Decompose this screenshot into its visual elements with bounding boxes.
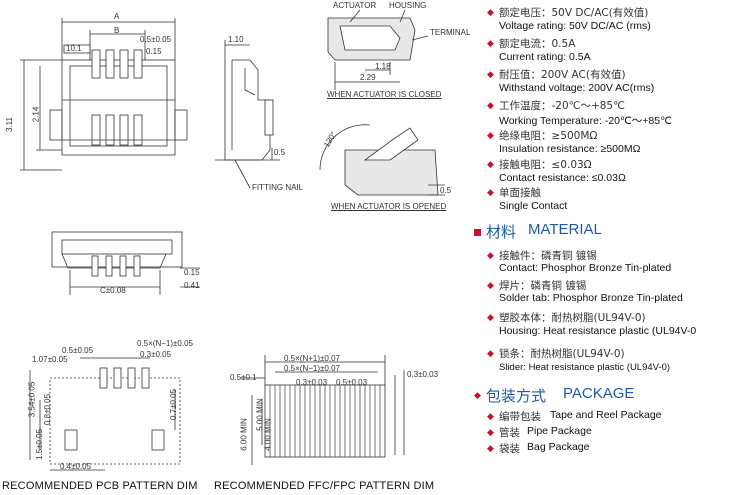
pcb-top3: 1.07±0.05 xyxy=(32,355,68,364)
package-1-cn: 管装 xyxy=(499,427,520,439)
spec-2-cn: 耐压值：200V AC(有效值) xyxy=(499,69,626,81)
ffc-top1: 0.5×(N+1)±0.07 xyxy=(284,354,340,363)
bullet-icon: ◆ xyxy=(487,312,494,322)
spec-0-cn: 额定电压：50V DC/AC(有效值) xyxy=(499,7,649,19)
bullet-icon: ◆ xyxy=(487,443,494,453)
opened-section xyxy=(319,124,445,196)
dim-05-open: 0.5 xyxy=(440,186,452,195)
ffc-right: 0.3±0.03 xyxy=(407,370,439,379)
bullet-icon: ◆ xyxy=(487,348,494,358)
pcb-top1: 0.5±0.05 xyxy=(62,346,94,355)
fitting-nail-label: FITTING NAIL xyxy=(252,183,304,192)
package-title-cn: 包装方式 xyxy=(486,388,547,405)
spec-0-en: Voltage rating: 50V DC/AC (rms) xyxy=(499,20,651,32)
material-1-en: Solder tab: Phosphor Bronze Tin-plated xyxy=(499,292,683,304)
actuator-label: ACTUATOR xyxy=(333,1,377,10)
bullet-icon: ◆ xyxy=(487,250,494,260)
section-marker-icon xyxy=(474,229,481,236)
bottom-view xyxy=(51,231,200,295)
pcb-left3: 1.5±0.05 xyxy=(35,428,45,461)
dim-pitch: 0.5±0.05 xyxy=(140,35,172,44)
package-title-en: PACKAGE xyxy=(563,385,635,402)
material-3-en: Slider: Heat resistance plastic (UL94V-0… xyxy=(499,362,671,373)
dim-05-side: 0.5 xyxy=(274,148,286,157)
bullet-icon: ◆ xyxy=(487,411,494,421)
material-0-en: Contact: Phosphor Bronze Tin-plated xyxy=(499,262,672,274)
ffc-v3: 6.00 MIN xyxy=(239,418,249,451)
package-2-cn: 袋装 xyxy=(499,443,520,455)
package-0-cn: 编带包装 xyxy=(499,411,541,423)
dim-10-1: 10.1 xyxy=(66,44,82,53)
pcb-top4: 0.3±0.05 xyxy=(140,350,172,359)
dim-311: 3.11 xyxy=(4,117,14,132)
material-0-cn: 接触件：磷青铜 镀锡 xyxy=(499,250,597,262)
bullet-icon: ◆ xyxy=(487,130,494,140)
side-view xyxy=(215,40,280,189)
spec-6-en: Single Contact xyxy=(499,200,568,212)
dim-118: 1.18 xyxy=(375,62,391,71)
package-0-en: Tape and Reel Package xyxy=(550,409,662,421)
front-view xyxy=(20,18,188,171)
ffc-v2: 4.00 MIN xyxy=(263,418,273,451)
ffc-pattern xyxy=(240,355,405,465)
material-2-en: Housing: Heat resistance plastic (UL94V-… xyxy=(499,325,697,337)
ffc-caption: RECOMMENDED FFC/FPC PATTERN DIM xyxy=(214,480,435,492)
terminal-label: TERMINAL xyxy=(430,28,471,37)
spec-1-en: Current rating: 0.5A xyxy=(499,51,591,63)
bullet-icon: ◆ xyxy=(487,100,494,110)
dim-015: 0.15 xyxy=(146,47,162,56)
spec-6-cn: 单面接触 xyxy=(499,187,541,199)
pcb-caption: RECOMMENDED PCB PATTERN DIM xyxy=(2,480,198,492)
spec-5-cn: 接触电阻：≤0.03Ω xyxy=(499,159,592,171)
dim-b-label: B xyxy=(114,26,120,35)
bullet-icon: ◆ xyxy=(487,159,494,169)
material-title-en: MATERIAL xyxy=(528,221,602,238)
dim-a-label: A xyxy=(114,12,120,21)
closed-section xyxy=(327,9,429,90)
spec-2-en: Withstand voltage: 200V AC(rms) xyxy=(499,82,655,94)
spec-3-cn: 工作温度：-20℃～+85℃ xyxy=(499,100,625,112)
spec-1-cn: 额定电流：0.5A xyxy=(499,38,576,50)
pcb-right1: 0.7±0.05 xyxy=(169,388,179,421)
ffc-top2: 0.5×(N−1)±0.07 xyxy=(284,364,340,373)
material-1-cn: 焊片：磷青铜 镀锡 xyxy=(499,280,587,292)
closed-caption: WHEN ACTUATOR IS CLOSED xyxy=(327,90,442,99)
bullet-icon: ◆ xyxy=(487,427,494,437)
dim-c: C±0.08 xyxy=(100,286,126,295)
bullet-icon: ◆ xyxy=(487,187,494,197)
material-2-cn: 塑胶本体：耐热树脂(UL94V-0) xyxy=(499,312,646,324)
dim-229: 2.29 xyxy=(360,73,376,82)
pcb-left1: 3.54±0.05 xyxy=(27,381,37,418)
ffc-left: 0.5±0.1 xyxy=(230,373,257,382)
bullet-icon: ◆ xyxy=(487,69,494,79)
opened-caption: WHEN ACTUATOR IS OPENED xyxy=(331,202,447,211)
bullet-icon: ◆ xyxy=(474,390,481,400)
housing-label: HOUSING xyxy=(389,1,427,10)
dim-110: 1.10 xyxy=(228,35,244,44)
package-2-en: Bag Package xyxy=(527,441,590,453)
spec-3-en: Working Temperature: -20℃～+85℃ xyxy=(499,115,672,127)
pcb-bottom: 0.4±0.05 xyxy=(60,462,92,471)
dim-015-bottom: 0.15 xyxy=(184,268,200,277)
ffc-mid2: 0.5±0.03 xyxy=(336,378,368,387)
dim-214: 2.14 xyxy=(31,106,41,123)
package-1-en: Pipe Package xyxy=(527,425,592,437)
bullet-icon: ◆ xyxy=(487,38,494,48)
bullet-icon: ◆ xyxy=(487,280,494,290)
material-3-cn: 锁条：耐热树脂(UL94V-0) xyxy=(499,348,625,360)
pcb-left2: 0.8±0.05 xyxy=(43,393,53,426)
ffc-mid1: 0.3±0.03 xyxy=(296,378,328,387)
material-title-cn: 材料 xyxy=(486,224,517,241)
spec-4-cn: 绝缘电阻：≥500MΩ xyxy=(499,130,598,142)
pcb-top2: 0.5×(N−1)±0.05 xyxy=(137,339,193,348)
spec-5-en: Contact resistance: ≤0.03Ω xyxy=(499,172,626,184)
dim-041: 0.41 xyxy=(184,281,200,290)
pcb-pattern xyxy=(29,357,181,471)
bullet-icon: ◆ xyxy=(487,7,494,17)
spec-4-en: Insulation resistance: ≥500MΩ xyxy=(499,143,641,155)
